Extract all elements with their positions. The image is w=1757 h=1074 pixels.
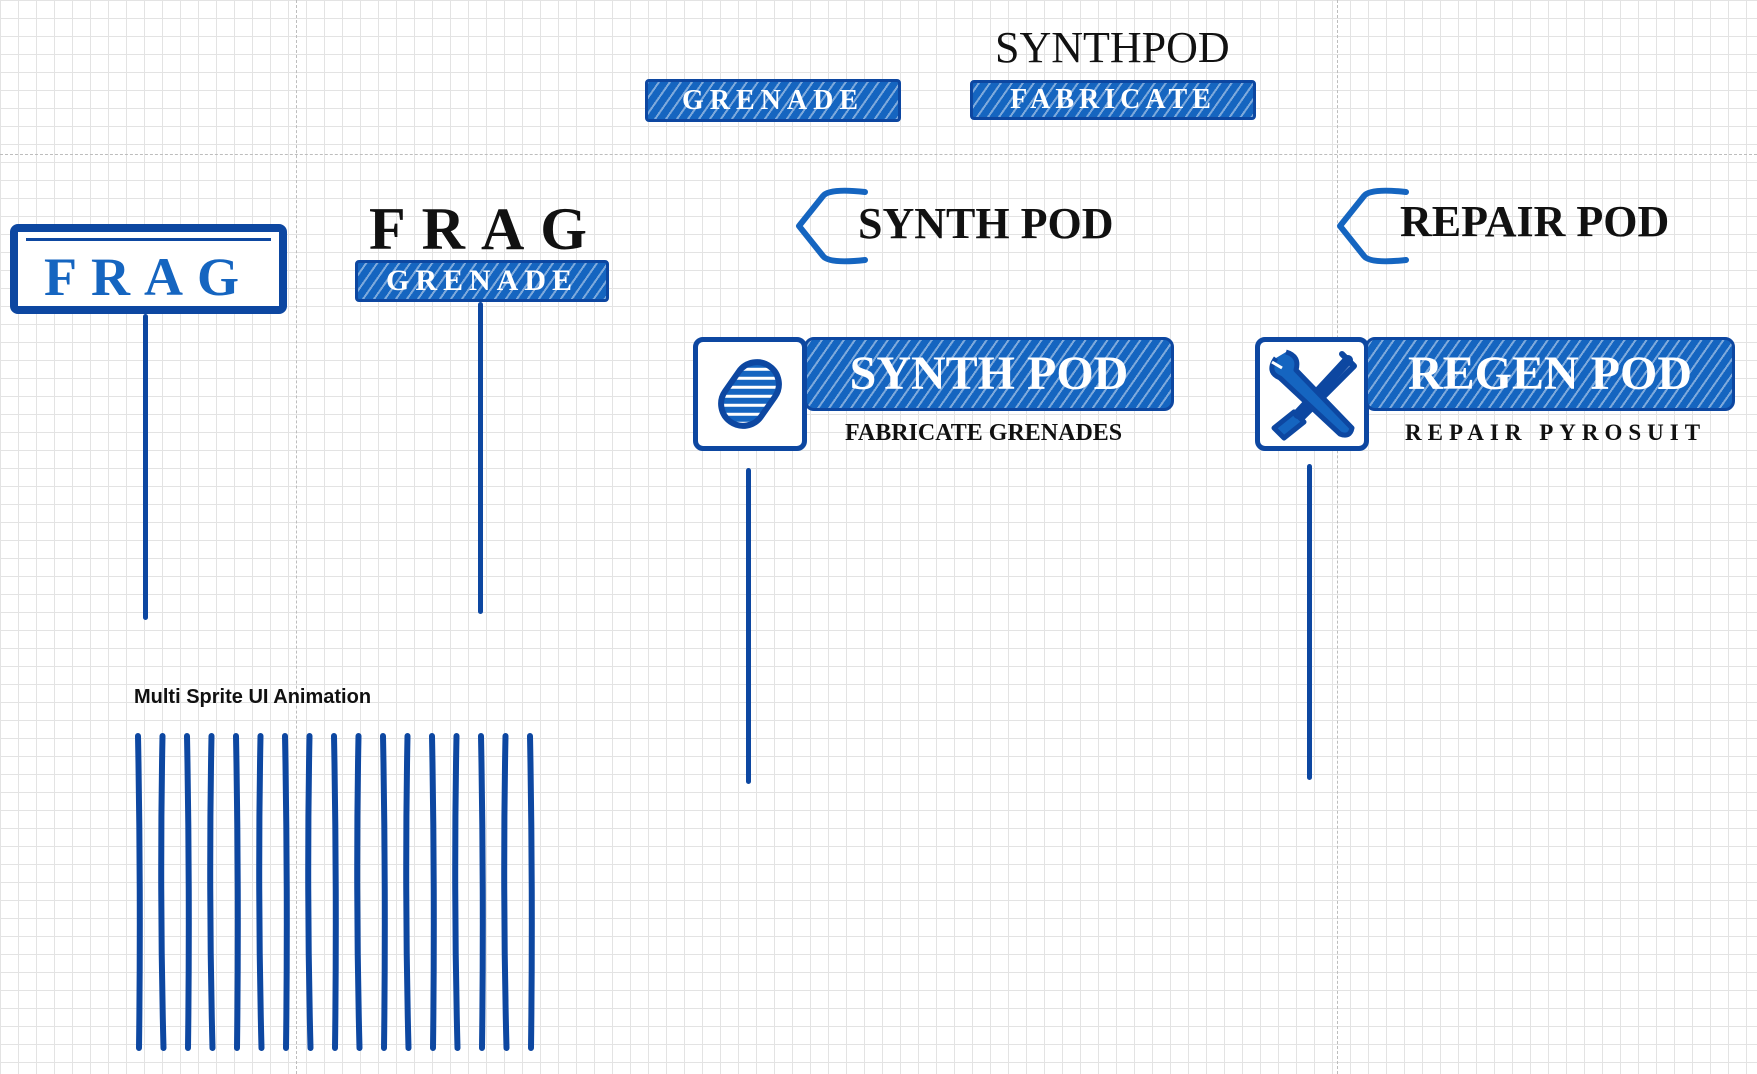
frag-grenade-banner[interactable]: GRENADE: [355, 260, 609, 302]
top-grenade-banner[interactable]: GRENADE: [645, 79, 901, 122]
synth-pod-banner[interactable]: SYNTH POD: [804, 337, 1174, 411]
frag-sign-label: FRAG: [44, 247, 253, 307]
grenade-pill-icon: [718, 359, 782, 429]
sprite-frame-line: [354, 733, 363, 1051]
regen-pod-subtitle: REPAIR PYROSUIT: [1405, 420, 1707, 445]
sprite-frame-line: [380, 733, 388, 1051]
canvas-guide-horizontal: [0, 154, 1757, 155]
sprite-frame-line: [305, 733, 314, 1051]
sprite-frame-line: [256, 733, 265, 1051]
sprite-frame-line: [452, 733, 461, 1051]
regen-pod-banner[interactable]: REGEN POD: [1365, 337, 1735, 411]
sprite-frame-line: [135, 733, 143, 1051]
synth-pod-bracket-icon: [796, 187, 868, 265]
sprite-frame-line: [233, 733, 241, 1051]
sprite-frame-line: [478, 733, 486, 1051]
sprite-frame-line: [282, 733, 290, 1051]
repair-pod-heading[interactable]: REPAIR POD: [1400, 197, 1670, 246]
wrench-screwdriver-icon: [1269, 349, 1357, 441]
sprite-frame-line: [429, 733, 437, 1051]
canvas-guide-vertical-left: [296, 0, 297, 1074]
sprite-frame-line: [403, 733, 412, 1051]
sprite-frames-svg: [135, 733, 535, 1051]
sprite-frame-line: [331, 733, 339, 1051]
repair-pod-icon-box[interactable]: [1255, 337, 1369, 451]
sprite-frame-line: [184, 733, 192, 1051]
frag-sign[interactable]: FRAG: [10, 224, 287, 314]
sprite-frame-line: [527, 733, 535, 1051]
synth-pod-stem: [746, 468, 751, 784]
frag-sign-inner-rule: [26, 238, 271, 241]
synth-pod-heading[interactable]: SYNTH POD: [858, 199, 1114, 248]
canvas-guide-vertical-right: [1337, 0, 1338, 1074]
frag-grenade-title[interactable]: FRAG: [369, 196, 603, 262]
frag-grenade-stem: [478, 302, 483, 614]
synth-pod-subtitle: FABRICATE GRENADES: [845, 420, 1123, 446]
repair-pod-bracket-icon: [1337, 187, 1409, 265]
synthpod-title[interactable]: SYNTHPOD: [995, 23, 1230, 72]
sprite-frame-line: [207, 733, 216, 1051]
animation-label[interactable]: Multi Sprite UI Animation: [134, 686, 372, 708]
sprite-frame-line: [158, 733, 167, 1051]
top-fabricate-banner[interactable]: FABRICATE: [970, 80, 1256, 120]
synth-pod-icon-box[interactable]: [693, 337, 807, 451]
frag-sign-stem: [143, 314, 148, 620]
repair-pod-stem: [1307, 464, 1312, 780]
sprite-frame-strip[interactable]: [130, 732, 540, 1052]
sprite-frame-line: [501, 733, 510, 1051]
